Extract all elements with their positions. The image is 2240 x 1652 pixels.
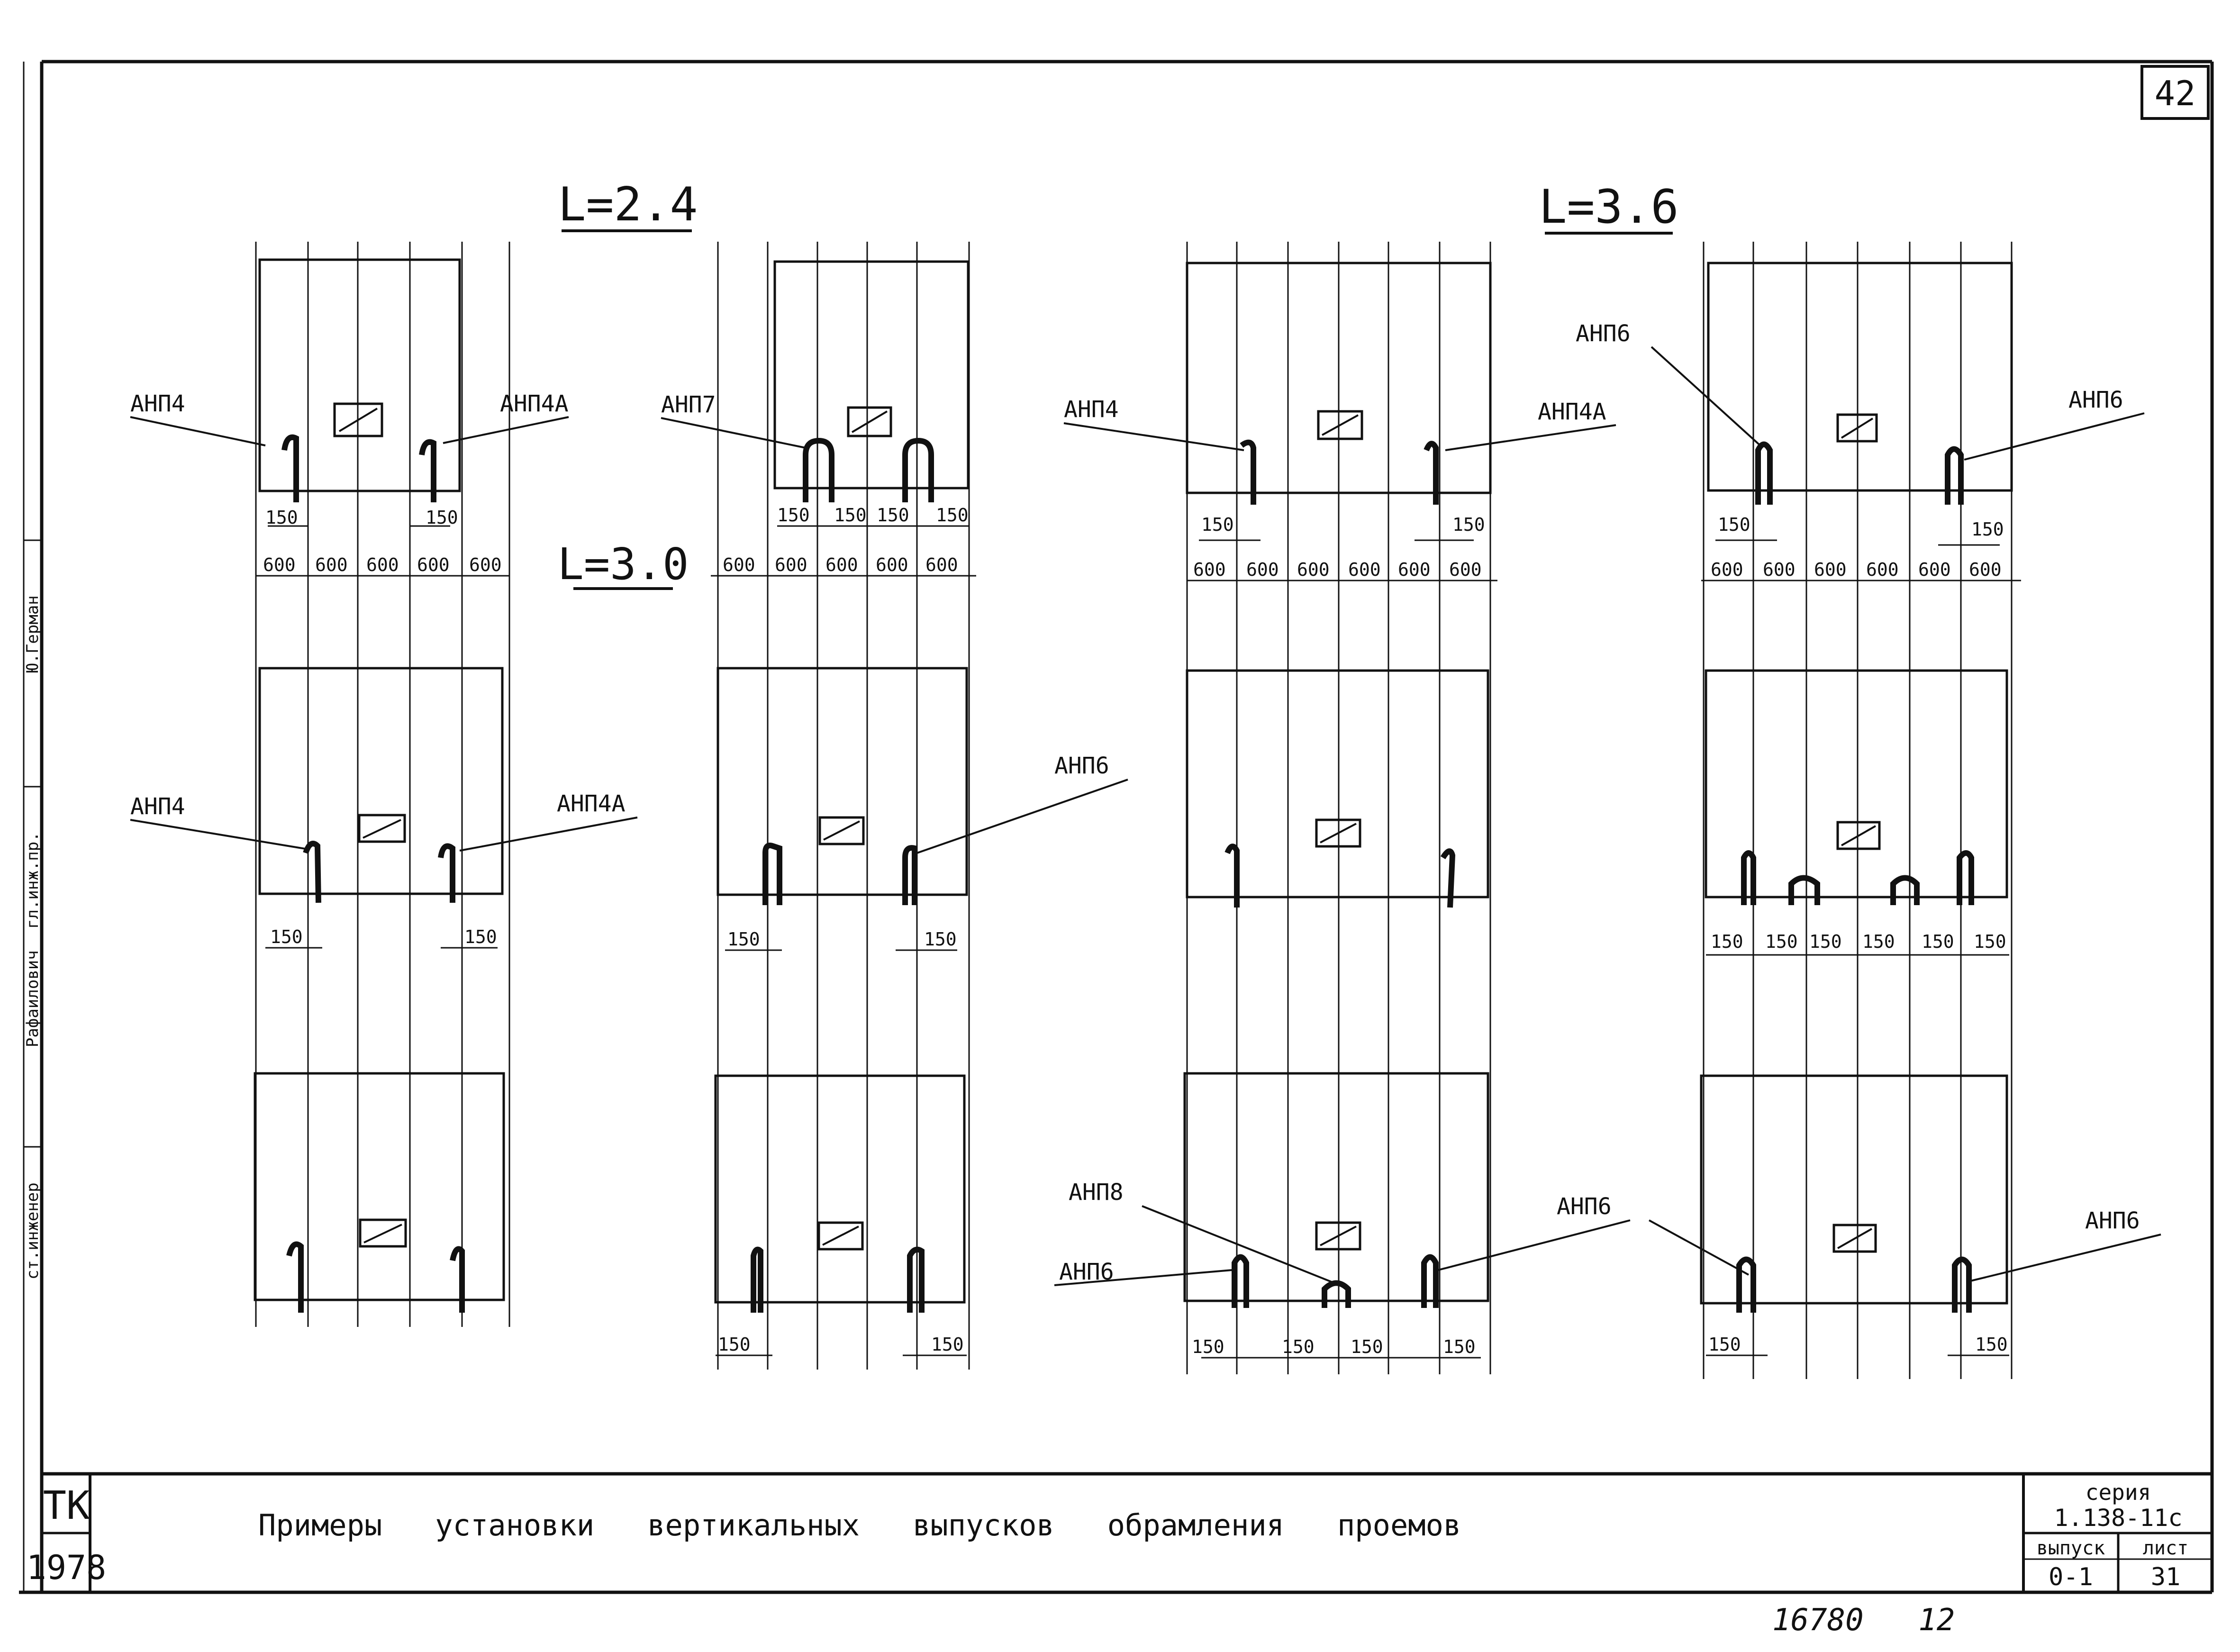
dim-label: 150: [1862, 931, 1895, 952]
dim-label: 150: [1201, 514, 1234, 535]
mark-label: АНП4А: [1538, 399, 1606, 425]
column-2-l30: [711, 242, 976, 1370]
side-stamp: ст.инженер Рафаилович гл.инж.пр. Ю.Герма…: [23, 539, 42, 1280]
dim-label: 600: [366, 554, 399, 575]
column-4-labels: АНП6 АНП6 АНП6 150 150 600 600 600 600 6…: [1576, 320, 2161, 1355]
sheet-value: 31: [2151, 1563, 2181, 1591]
dim-label: 150: [1351, 1336, 1383, 1357]
dim-label: 600: [1866, 559, 1899, 580]
stamp-role-1: ст.инженер: [23, 1182, 42, 1280]
heading-l24: L=2.4: [558, 178, 698, 232]
org-code: ТК: [43, 1483, 90, 1528]
mark-label: АНП6: [2085, 1207, 2140, 1234]
dim-label: 150: [777, 505, 810, 526]
series-label: серия: [2086, 1480, 2151, 1505]
mark-label: АНП4: [130, 793, 185, 820]
dim-label: 150: [1452, 514, 1485, 535]
dim-label: 150: [931, 1334, 964, 1355]
mark-label: АНП4: [1064, 396, 1119, 423]
dim-label: 150: [1282, 1336, 1315, 1357]
dim-label: 150: [936, 505, 969, 526]
dim-label: 600: [1297, 559, 1330, 580]
column-4-l36: [1700, 242, 2021, 1379]
dim-label: 600: [1348, 559, 1381, 580]
dim-label: 150: [834, 505, 867, 526]
dim-label: 600: [315, 554, 348, 575]
column-3-labels: АНП4 АНП4А АНП8 АНП6 АНП6 150 150 600 60…: [1054, 396, 1631, 1357]
page-number-box: 42: [2140, 65, 2210, 120]
sheet-label: лист: [2143, 1537, 2188, 1559]
dim-label: 150: [718, 1334, 751, 1355]
dim-label: 150: [1974, 931, 2006, 952]
dim-label: 600: [723, 554, 755, 575]
heading-l30-text: L=3.0: [558, 539, 689, 590]
dim-label: 600: [1449, 559, 1482, 580]
heading-l30: L=3.0: [558, 539, 689, 590]
page-number: 42: [2155, 73, 2196, 113]
mark-label: АНП6: [2068, 387, 2123, 413]
dim-label: 600: [1918, 559, 1951, 580]
dim-label: 600: [417, 554, 450, 575]
dim-label: 600: [876, 554, 908, 575]
heading-l36: L=3.6: [1539, 180, 1679, 235]
stamp-name-1: Рафаилович: [23, 950, 42, 1047]
dim-label: 150: [265, 507, 298, 528]
dim-label: 600: [1711, 559, 1743, 580]
dim-label: 600: [1398, 559, 1431, 580]
column-3-l36: [1183, 242, 1497, 1374]
drawing-title: Примеры установки вертикальных выпусков …: [258, 1508, 1461, 1543]
dim-label: 150: [1975, 1334, 2008, 1355]
dim-label: 150: [464, 926, 497, 947]
dim-label: 150: [727, 929, 760, 950]
dim-label: 150: [1971, 519, 2004, 540]
dim-label: 600: [825, 554, 858, 575]
dim-label: 150: [270, 926, 303, 947]
stamp-name-2: Ю.Герман: [23, 595, 42, 673]
dim-label: 150: [426, 507, 458, 528]
archive-number: 16780 12: [1772, 1603, 1955, 1638]
mark-label: АНП6: [1557, 1193, 1612, 1220]
dim-label: 600: [1969, 559, 2002, 580]
year: 1978: [27, 1548, 107, 1587]
dim-label: 600: [775, 554, 807, 575]
dim-label: 600: [263, 554, 296, 575]
mark-label: АНП7: [661, 391, 716, 418]
heading-l36-text: L=3.6: [1539, 180, 1678, 234]
issue-value: 0-1: [2049, 1563, 2093, 1591]
dim-label: 150: [924, 929, 957, 950]
issue-label: выпуск: [2037, 1537, 2105, 1559]
dim-label: 150: [1711, 931, 1743, 952]
mark-label: АНП8: [1069, 1179, 1124, 1206]
title-block: ТК 1978 Примеры установки вертикальных в…: [27, 1472, 2212, 1592]
dim-label: 150: [1922, 931, 1954, 952]
stamp-role-2: гл.инж.пр.: [23, 832, 42, 929]
mark-label: АНП6: [1054, 753, 1109, 779]
dim-label: 600: [925, 554, 958, 575]
mark-label: АНП4А: [557, 790, 626, 817]
dim-label: 600: [1763, 559, 1796, 580]
column-1-labels: АНП4 АНП4А АНП4 АНП4А 150 150 600 600 60…: [130, 390, 638, 947]
dim-label: 600: [1814, 559, 1847, 580]
mark-label: АНП4: [130, 390, 185, 417]
mark-label: АНП6: [1576, 320, 1631, 347]
series-value: 1.138-11с: [2054, 1504, 2183, 1532]
dim-label: 150: [1809, 931, 1842, 952]
dim-label: 150: [1708, 1334, 1741, 1355]
column-2-labels: АНП7 АНП6 150 150 150 150 600 600 600 60…: [661, 391, 1128, 1355]
dim-label: 150: [877, 505, 909, 526]
dim-label: 150: [1443, 1336, 1476, 1357]
column-1-l24: [254, 242, 510, 1327]
dim-label: 600: [1193, 559, 1226, 580]
dim-label: 150: [1765, 931, 1798, 952]
heading-l24-text: L=2.4: [558, 178, 698, 232]
mark-label: АНП4А: [500, 390, 569, 417]
sheet-frame: [19, 60, 2214, 1594]
dim-label: 150: [1192, 1336, 1224, 1357]
dim-label: 150: [1718, 514, 1750, 535]
dim-label: 600: [469, 554, 502, 575]
dim-label: 600: [1246, 559, 1279, 580]
